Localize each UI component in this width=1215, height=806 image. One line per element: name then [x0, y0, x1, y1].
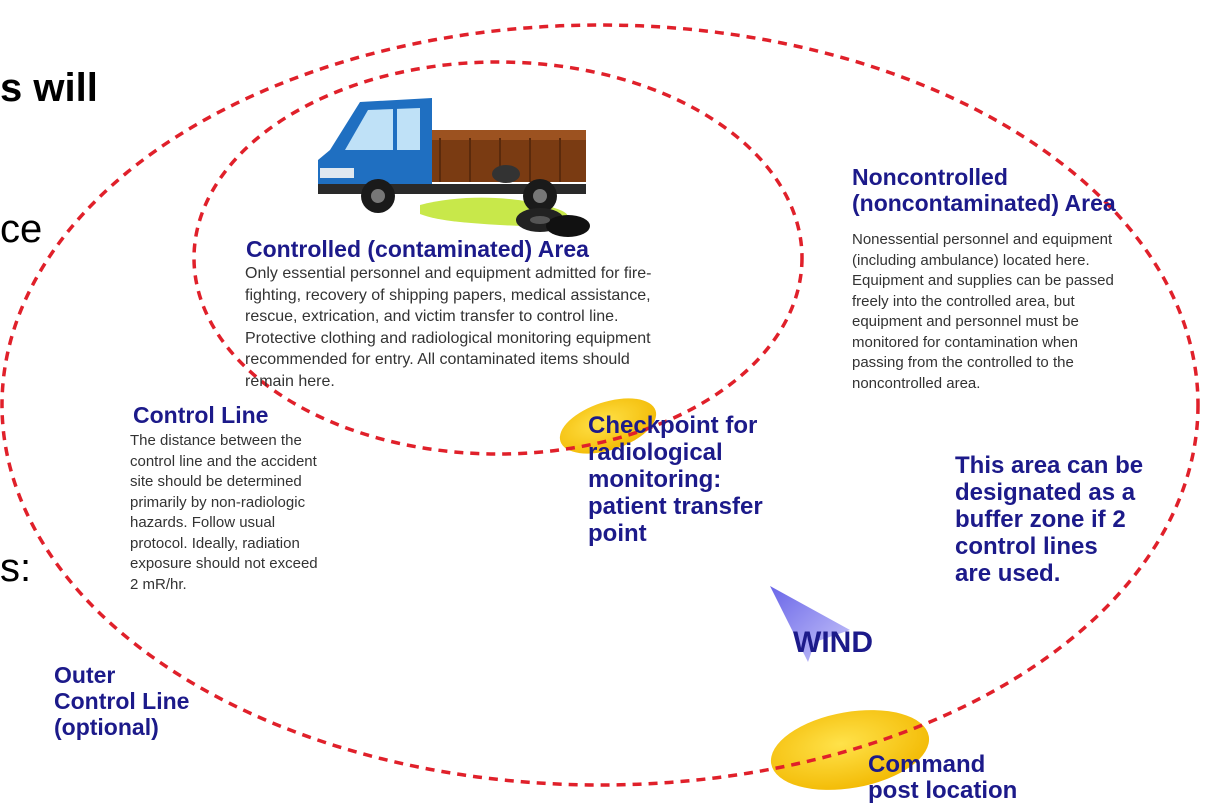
- control-line-title: Control Line: [133, 402, 269, 428]
- checkpoint-line: point: [588, 520, 647, 547]
- noncontrolled-area-line: Equipment and supplies can be passed: [852, 272, 1114, 289]
- buffer-zone-line: designated as a: [955, 479, 1136, 506]
- wind-label: WIND: [793, 626, 873, 659]
- buffer-zone-line: buffer zone if 2: [955, 506, 1126, 533]
- noncontrolled-area-line: freely into the controlled area, but: [852, 292, 1075, 310]
- inner-control-line: [192, 60, 804, 456]
- noncontrolled-area-description: Nonessential personnel and equipment (in…: [852, 230, 1212, 394]
- controlled-area-line: fighting, recovery of shipping papers, m…: [245, 286, 651, 304]
- controlled-area-line: recommended for entry. All contaminated …: [245, 351, 630, 368]
- control-line-line: control line and the accident: [130, 452, 317, 470]
- noncontrolled-area-line: (including ambulance) located here.: [852, 251, 1090, 269]
- control-line-line: primarily by non-radiologic: [130, 493, 306, 511]
- noncontrolled-title-line: Noncontrolled: [852, 164, 1008, 190]
- controlled-area-title: Controlled (contaminated) Area: [246, 236, 589, 262]
- control-line-line: exposure should not exceed: [130, 555, 318, 572]
- command-post-marker: [770, 710, 930, 790]
- command-post-label: Command post location: [868, 752, 1017, 804]
- noncontrolled-area-line: Nonessential personnel and equipment: [852, 231, 1113, 248]
- outer-control-line: [0, 23, 1200, 787]
- checkpoint-line: Checkpoint for: [588, 412, 758, 439]
- buffer-zone-line: This area can be: [955, 452, 1144, 479]
- checkpoint-line: patient transfer: [588, 493, 763, 520]
- slide-text-fragment-1: ce: [0, 207, 43, 251]
- slide-heading-fragment: s will: [0, 66, 98, 110]
- control-line-line: protocol. Ideally, radiation: [130, 534, 300, 552]
- control-line-line: hazards. Follow usual: [130, 514, 276, 531]
- controlled-area-description: Only essential personnel and equipment a…: [245, 263, 785, 392]
- controlled-area-line: Protective clothing and radiological mon…: [245, 329, 651, 347]
- outer-control-line-label: Outer Control Line (optional): [54, 662, 189, 740]
- command-post-line: Command: [868, 751, 986, 778]
- outer-control-line-line: Outer: [54, 662, 116, 688]
- checkpoint-line: radiological: [588, 439, 723, 466]
- controlled-area-line: Only essential personnel and equipment a…: [245, 265, 652, 282]
- controlled-area-line: rescue, extrication, and victim transfer…: [245, 308, 619, 325]
- checkpoint-marker: [559, 398, 657, 454]
- command-post-line: post location: [868, 777, 1018, 804]
- control-line-line: site should be determined: [130, 473, 302, 490]
- noncontrolled-area-title: Noncontrolled (noncontaminated) Area: [852, 164, 1116, 216]
- truck-icon: [318, 98, 590, 237]
- checkpoint-line: monitoring:: [588, 466, 722, 493]
- noncontrolled-area-line: noncontrolled area.: [852, 374, 981, 392]
- controlled-area-line: remain here.: [245, 372, 335, 390]
- noncontrolled-area-line: monitored for contamination when: [852, 333, 1078, 351]
- control-line-description: The distance between the control line an…: [130, 431, 400, 595]
- buffer-zone-label: This area can be designated as a buffer …: [955, 452, 1143, 587]
- buffer-zone-line: control lines: [955, 533, 1098, 560]
- slide-text-fragment-2: s:: [0, 546, 32, 590]
- control-line-line: 2 mR/hr.: [130, 575, 187, 593]
- noncontrolled-title-line: (noncontaminated) Area: [852, 190, 1116, 216]
- noncontrolled-area-line: equipment and personnel must be: [852, 313, 1079, 330]
- wind-arrow: [770, 586, 850, 662]
- outer-control-line-line: Control Line: [54, 688, 190, 714]
- checkpoint-label: Checkpoint for radiological monitoring: …: [588, 412, 763, 547]
- buffer-zone-line: are used.: [955, 560, 1061, 587]
- control-line-line: The distance between the: [130, 432, 302, 449]
- noncontrolled-area-line: passing from the controlled to the: [852, 354, 1074, 371]
- outer-control-line-line: (optional): [54, 714, 159, 740]
